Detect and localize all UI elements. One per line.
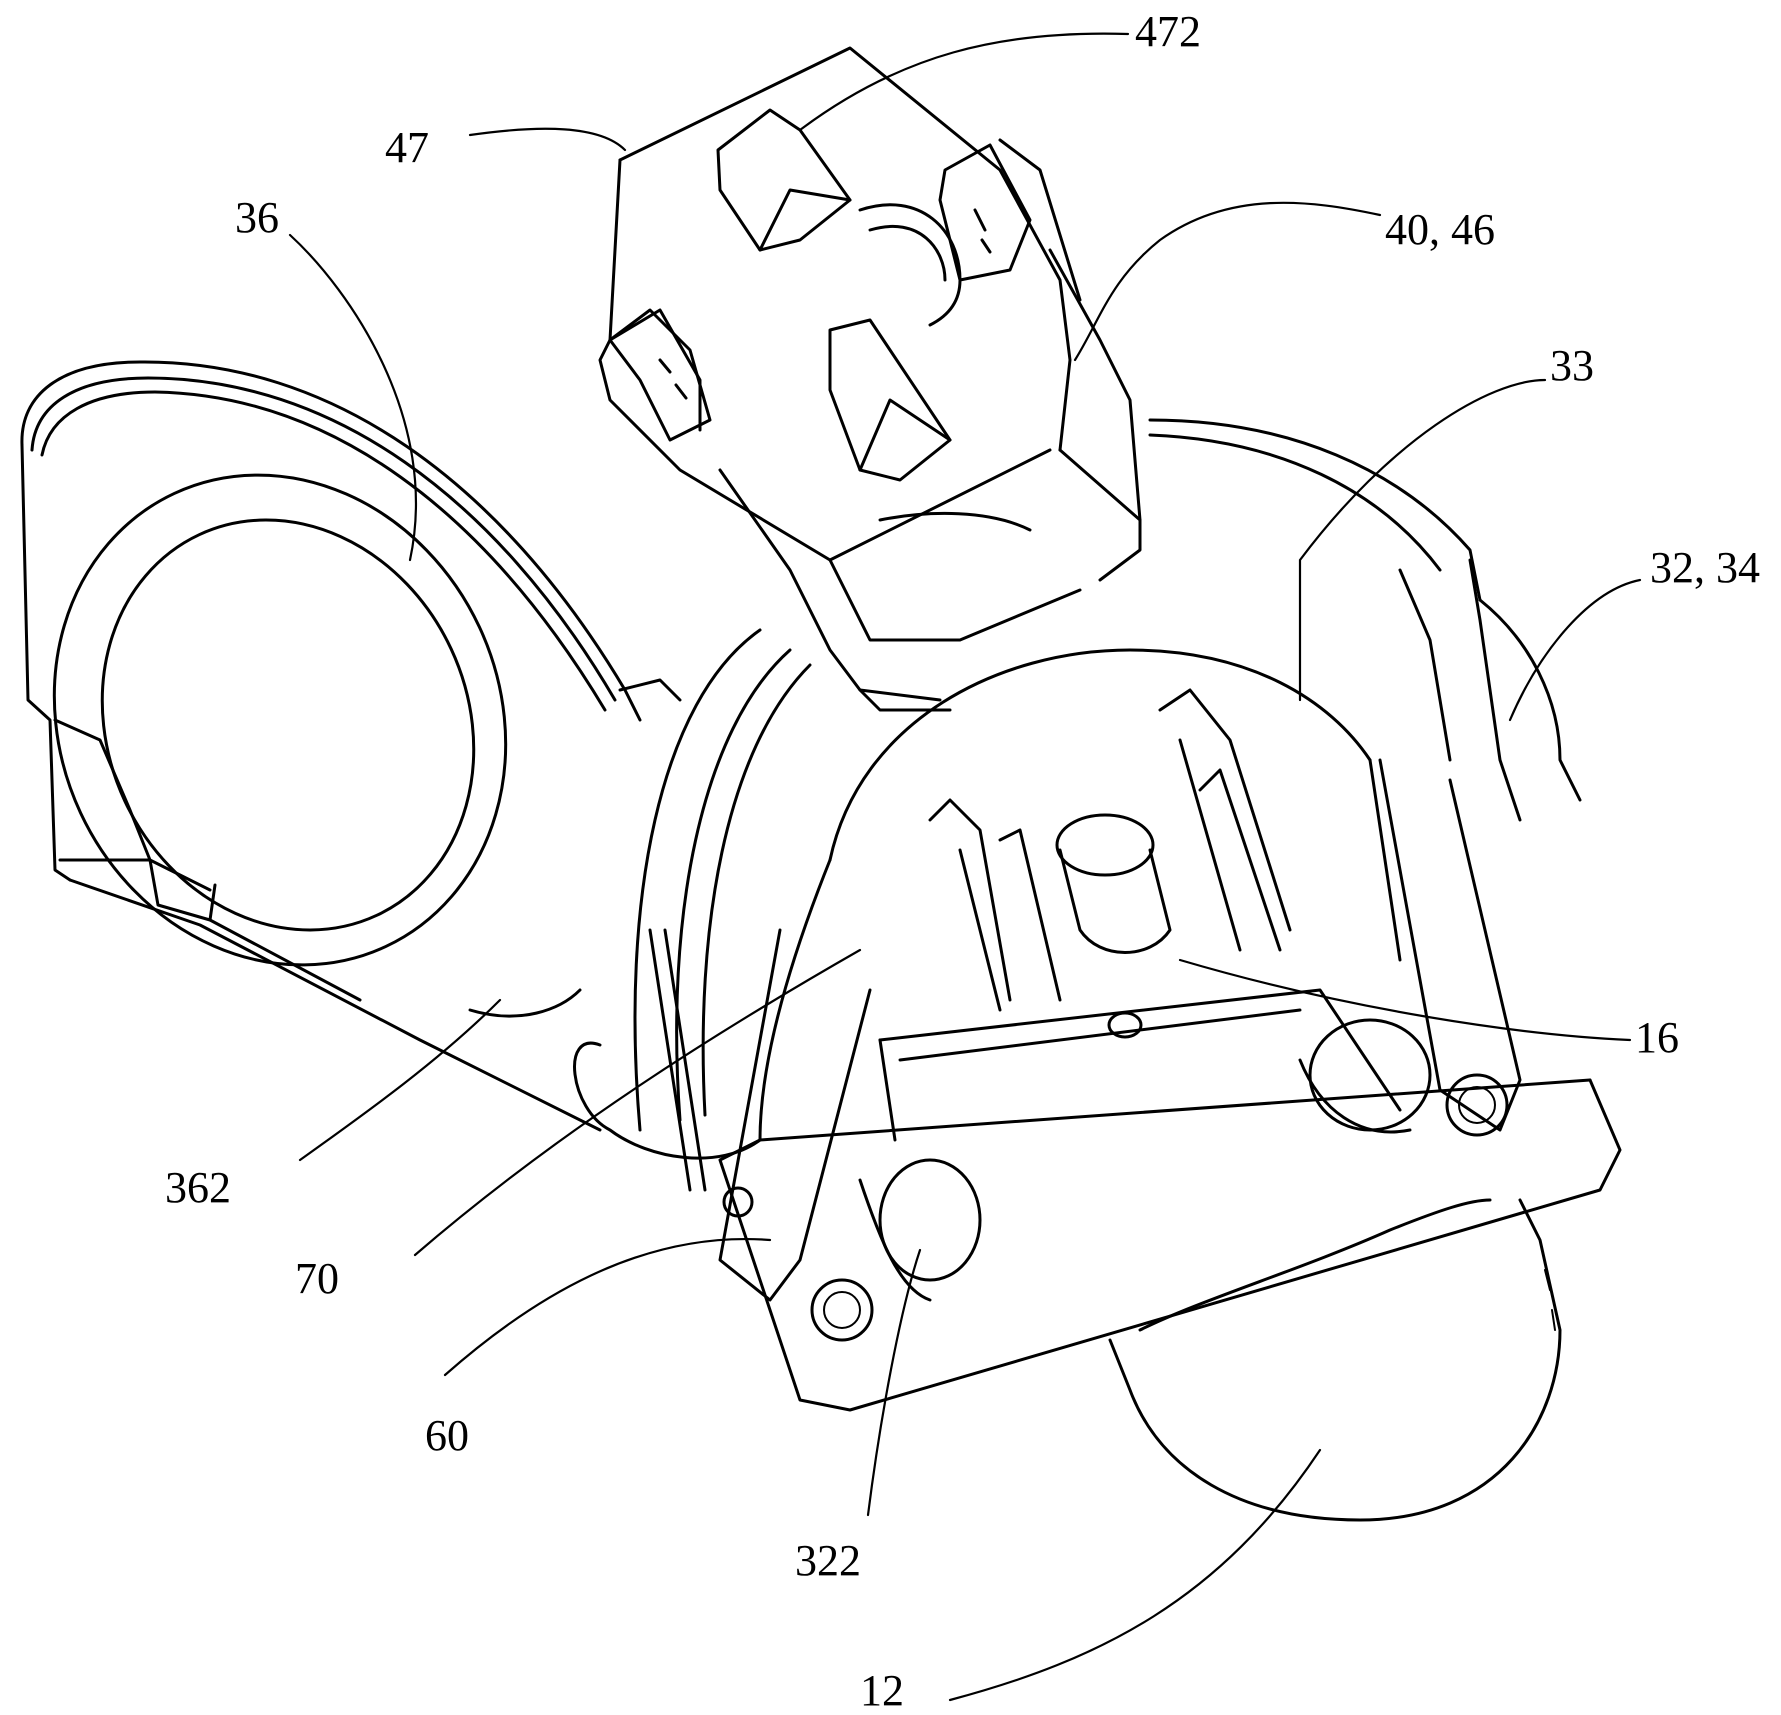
- connector-module-47: [600, 48, 1140, 710]
- base-plate-33: [720, 650, 1620, 1410]
- leader-4046: [1075, 203, 1380, 360]
- leader-12: [950, 1450, 1320, 1700]
- label-472: 472: [1135, 7, 1201, 56]
- label-33: 33: [1550, 341, 1594, 390]
- leader-3234: [1510, 580, 1640, 720]
- label-40-46: 40, 46: [1385, 205, 1495, 254]
- leader-16: [1180, 960, 1630, 1040]
- label-16: 16: [1635, 1013, 1679, 1062]
- leader-36: [290, 235, 416, 560]
- motor-cylinder-12: [1110, 1200, 1560, 1520]
- pin-16: [1057, 815, 1170, 1037]
- label-32-34: 32, 34: [1650, 543, 1760, 592]
- label-47: 47: [385, 123, 429, 172]
- lever-arm-right: [1300, 760, 1520, 1135]
- leader-362: [300, 1000, 500, 1160]
- label-322: 322: [795, 1536, 861, 1585]
- label-60: 60: [425, 1411, 469, 1460]
- label-36: 36: [235, 193, 279, 242]
- label-12: 12: [860, 1666, 904, 1715]
- left-pivot-70: [575, 930, 760, 1216]
- leader-33: [1300, 380, 1545, 700]
- latches: [930, 690, 1290, 1010]
- leader-47: [470, 129, 625, 150]
- left-casing-36: [0, 362, 680, 1130]
- label-362: 362: [165, 1163, 231, 1212]
- label-70: 70: [295, 1254, 339, 1303]
